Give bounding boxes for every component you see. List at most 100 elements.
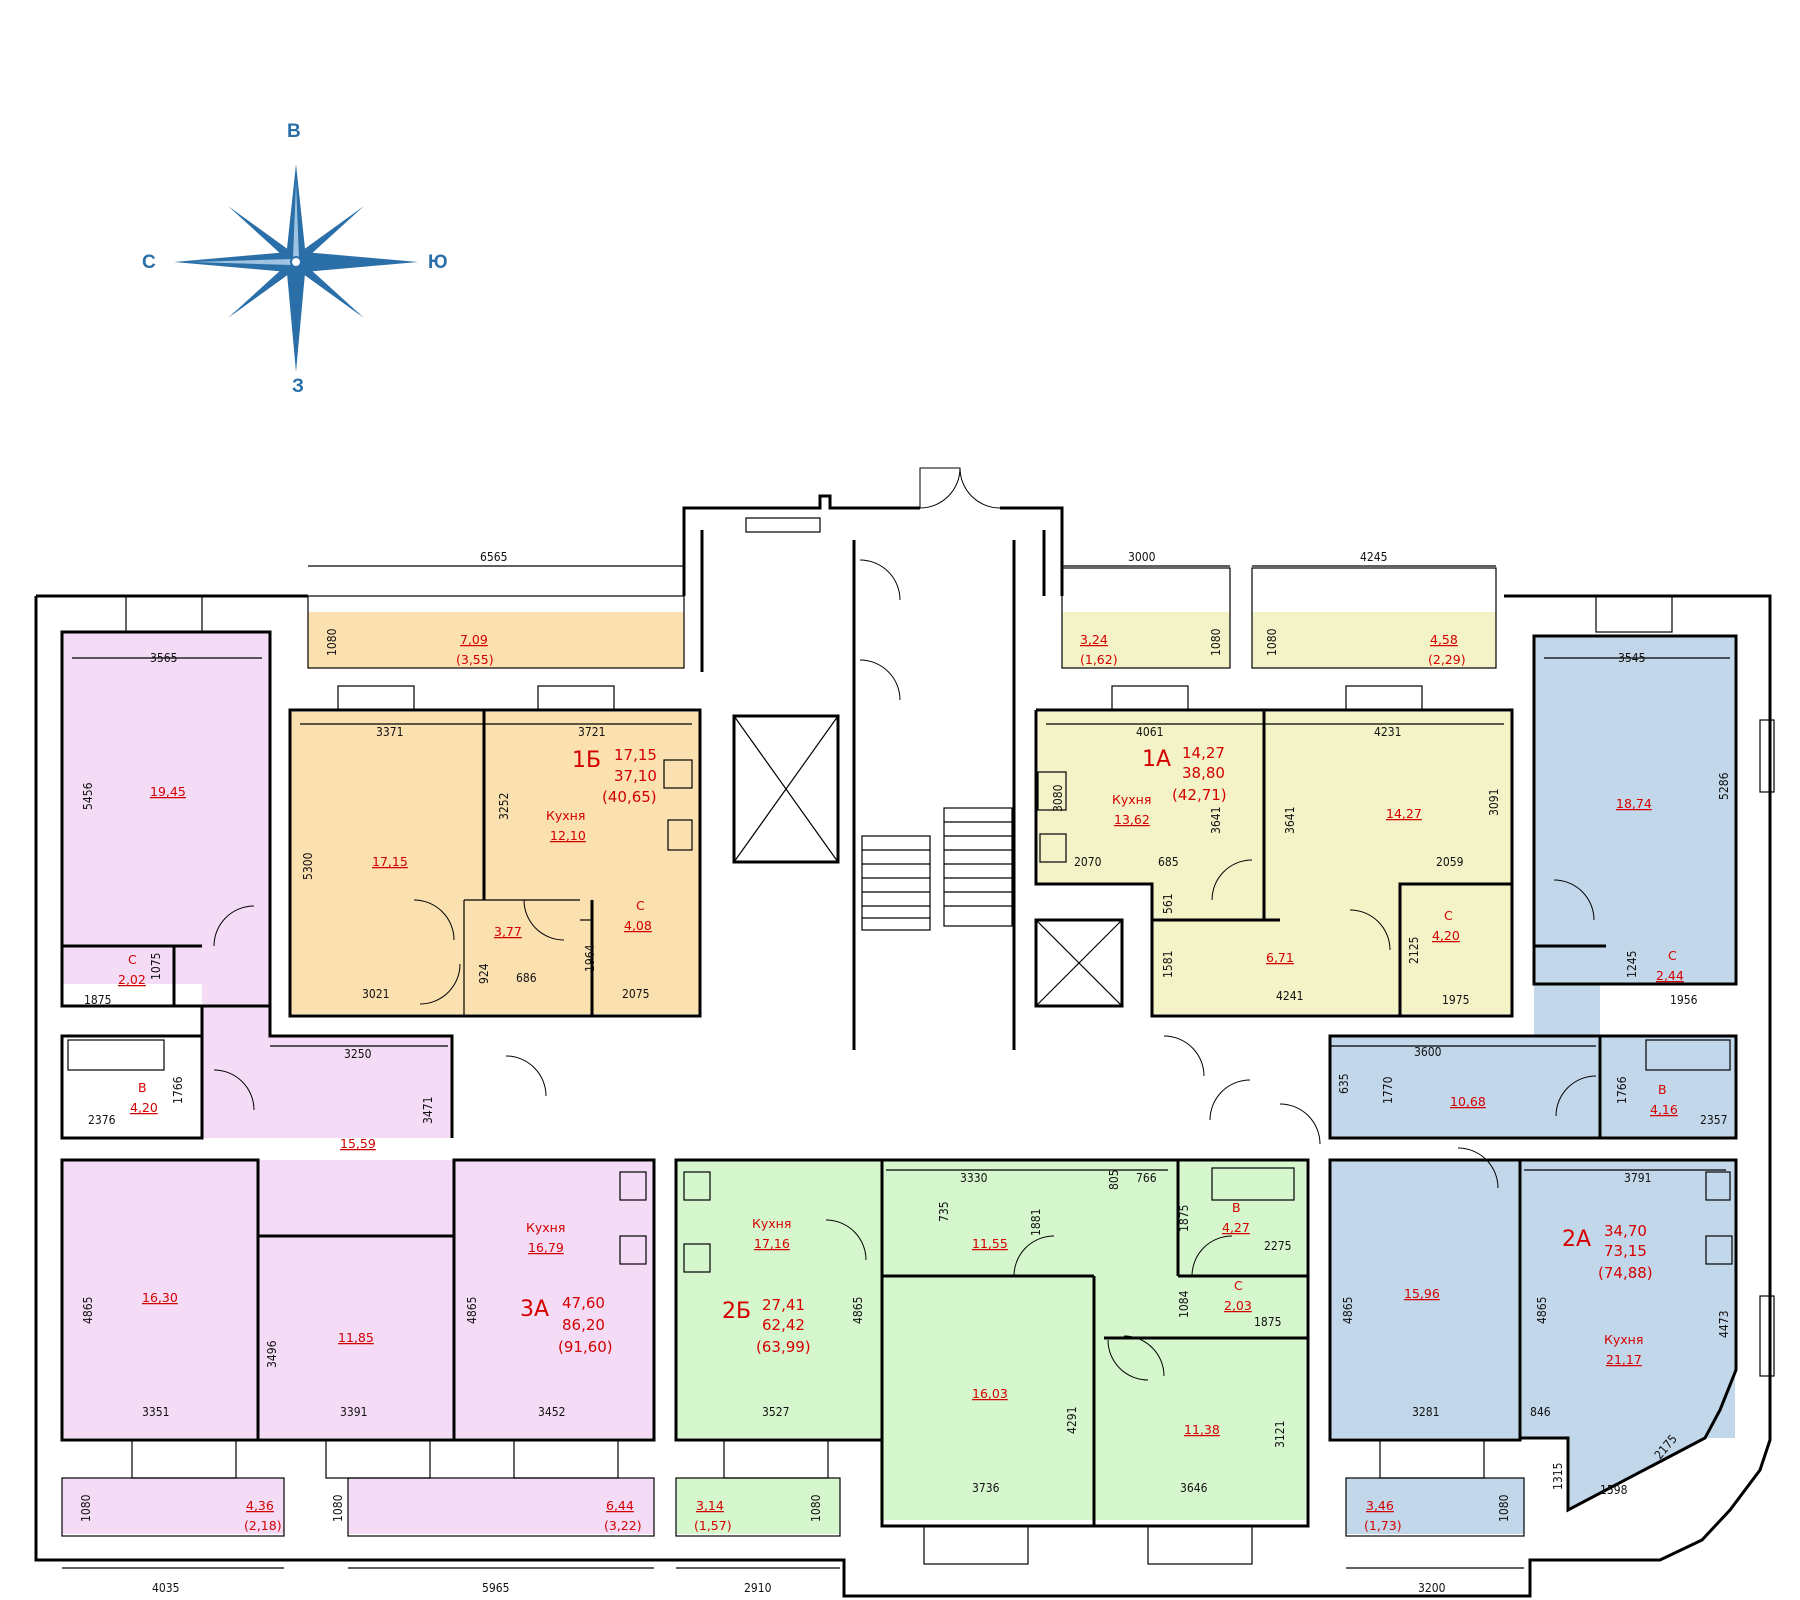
wet-room-label: С bbox=[128, 952, 137, 967]
dimension-label: 3121 bbox=[1273, 1421, 1287, 1448]
dimension-label: 4231 bbox=[1374, 725, 1401, 739]
dimension-label: 3250 bbox=[344, 1047, 372, 1061]
apt-1b-living: 17,15 bbox=[614, 746, 657, 764]
apt-1b-kitchen-label: Кухня bbox=[546, 808, 585, 823]
dimension-label: 2125 bbox=[1407, 937, 1421, 964]
dimension-label: 3527 bbox=[762, 1405, 789, 1419]
balcony-half-area: (2,29) bbox=[1428, 652, 1466, 667]
dimension-label: 1964 bbox=[583, 944, 597, 972]
dimension-label: 1080 bbox=[1497, 1494, 1511, 1522]
dimension-label: 3330 bbox=[960, 1171, 988, 1185]
compass-east-label: Ю bbox=[428, 252, 448, 273]
apartment-3a-fill bbox=[62, 632, 654, 1534]
apartment-1b-fill bbox=[290, 612, 700, 1014]
dimension-label: 1080 bbox=[1265, 628, 1279, 656]
dimension-label: 1598 bbox=[1600, 1483, 1628, 1497]
dimension-label: 4865 bbox=[1535, 1297, 1549, 1324]
apt-1a-code: 1А bbox=[1142, 747, 1171, 772]
balcony-half-area: (1,57) bbox=[694, 1518, 732, 1533]
room-area: 16,30 bbox=[142, 1290, 178, 1305]
dimension-label: 1766 bbox=[1615, 1076, 1629, 1104]
apt-3a-living: 47,60 bbox=[562, 1294, 605, 1312]
wet-room-area: 4,27 bbox=[1222, 1220, 1250, 1235]
dimension-label: 1080 bbox=[325, 628, 339, 656]
room-area: 14,27 bbox=[1386, 806, 1422, 821]
room-area: 17,15 bbox=[372, 854, 408, 869]
dimension-label: 5965 bbox=[482, 1581, 509, 1595]
room-area: 11,55 bbox=[972, 1236, 1008, 1251]
balcony-area: 7,09 bbox=[460, 632, 488, 647]
wet-room-area: 2,03 bbox=[1224, 1298, 1252, 1313]
wet-room-label: С bbox=[636, 898, 645, 913]
balcony-half-area: (3,55) bbox=[456, 652, 494, 667]
apt-1a-kitchen-label: Кухня bbox=[1112, 792, 1151, 807]
apt-3a-total-balcony: (91,60) bbox=[558, 1338, 613, 1356]
dimension-label: 3281 bbox=[1412, 1405, 1439, 1419]
balcony-area: 3,14 bbox=[696, 1498, 724, 1513]
room-area: 10,68 bbox=[1450, 1094, 1486, 1109]
dimension-label: 5456 bbox=[81, 782, 95, 810]
dimension-label: 1956 bbox=[1670, 993, 1698, 1007]
dimension-labels: 6565 3000 4245 3565 3545 3371 3721 4061 … bbox=[84, 550, 1727, 1595]
dimension-label: 1975 bbox=[1442, 993, 1469, 1007]
apt-1b-kitchen-area: 12,10 bbox=[550, 828, 586, 843]
dimension-label: 635 bbox=[1337, 1073, 1351, 1094]
wet-room-label: В bbox=[1658, 1082, 1667, 1097]
dimension-label: 4865 bbox=[851, 1297, 865, 1324]
dimension-label: 3496 bbox=[265, 1340, 279, 1368]
apt-3a-code: 3А bbox=[520, 1297, 549, 1322]
apartment-2a-fill bbox=[1330, 636, 1736, 1534]
dimension-label: 3641 bbox=[1209, 807, 1223, 834]
dimension-label: 1080 bbox=[331, 1494, 345, 1522]
wet-room-label: С bbox=[1444, 908, 1453, 923]
dimension-label: 3452 bbox=[538, 1405, 565, 1419]
dimension-label: 3080 bbox=[1051, 784, 1065, 812]
dimension-label: 2910 bbox=[744, 1581, 772, 1595]
dimension-label: 3091 bbox=[1487, 789, 1501, 816]
dimension-label: 3646 bbox=[1180, 1481, 1208, 1495]
dimension-label: 3736 bbox=[972, 1481, 1000, 1495]
dimension-label: 4865 bbox=[81, 1297, 95, 1324]
dimension-label: 4473 bbox=[1717, 1311, 1731, 1338]
apt-2a-total: 73,15 bbox=[1604, 1242, 1647, 1260]
dimension-label: 3200 bbox=[1418, 1581, 1446, 1595]
balcony-area: 3,46 bbox=[1366, 1498, 1394, 1513]
dimension-label: 924 bbox=[477, 963, 491, 984]
dimension-label: 4245 bbox=[1360, 550, 1387, 564]
wet-room-label: В bbox=[138, 1080, 147, 1095]
balcony-area: 3,24 bbox=[1080, 632, 1108, 647]
compass-north-label: В bbox=[287, 121, 301, 142]
compass-rose bbox=[174, 164, 418, 372]
dimension-label: 4865 bbox=[465, 1297, 479, 1324]
wet-room-label: С bbox=[1668, 948, 1677, 963]
dimension-label: 1881 bbox=[1029, 1209, 1043, 1236]
dimension-label: 5286 bbox=[1717, 772, 1731, 800]
apt-2b-total-balcony: (63,99) bbox=[756, 1338, 811, 1356]
dimension-label: 4241 bbox=[1276, 989, 1303, 1003]
dimension-label: 2075 bbox=[622, 987, 649, 1001]
room-area: 3,77 bbox=[494, 924, 522, 939]
wet-room-area: 2,02 bbox=[118, 972, 146, 987]
balcony-area: 4,58 bbox=[1430, 632, 1458, 647]
apt-3a-kitchen-label: Кухня bbox=[526, 1220, 565, 1235]
dimension-label: 3721 bbox=[578, 725, 605, 739]
dimension-label: 2059 bbox=[1436, 855, 1464, 869]
dimension-label: 3000 bbox=[1128, 550, 1156, 564]
apt-2a-kitchen-area: 21,17 bbox=[1606, 1352, 1642, 1367]
dimension-label: 1875 bbox=[1177, 1205, 1191, 1232]
dimension-label: 805 bbox=[1107, 1169, 1121, 1190]
dimension-label: 1245 bbox=[1625, 951, 1639, 978]
balcony-half-area: (1,73) bbox=[1364, 1518, 1402, 1533]
balcony-area: 6,44 bbox=[606, 1498, 634, 1513]
dimension-label: 6565 bbox=[480, 550, 507, 564]
dimension-label: 2357 bbox=[1700, 1113, 1727, 1127]
dimension-label: 3021 bbox=[362, 987, 389, 1001]
dimension-label: 1766 bbox=[171, 1076, 185, 1104]
balcony-half-area: (1,62) bbox=[1080, 652, 1118, 667]
wet-room-area: 4,20 bbox=[130, 1100, 158, 1115]
dimension-label: 1080 bbox=[1209, 628, 1223, 656]
dimension-label: 1875 bbox=[84, 993, 111, 1007]
dimension-label: 5300 bbox=[301, 852, 315, 880]
dimension-label: 3791 bbox=[1624, 1171, 1651, 1185]
